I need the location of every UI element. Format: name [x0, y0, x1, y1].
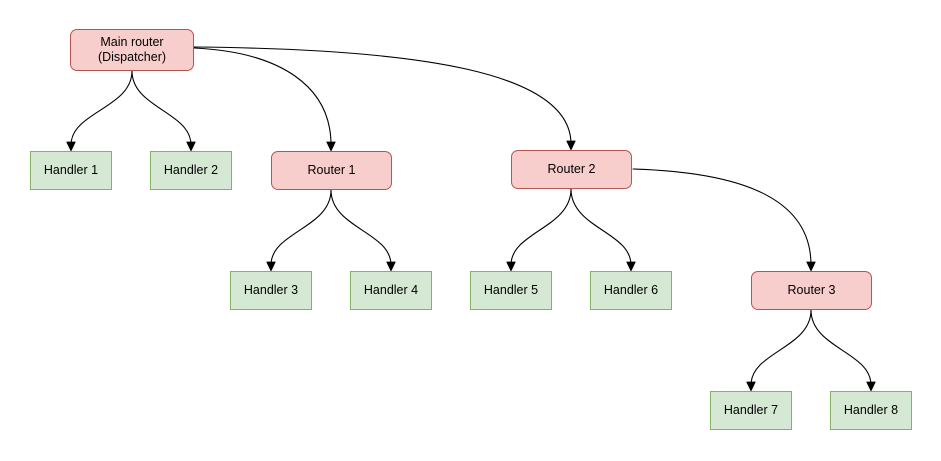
edge-router1-to-handler4: [330, 189, 396, 272]
arrow-head-icon: [866, 381, 876, 392]
arrow-head-icon: [66, 141, 76, 152]
edge-main-to-router2: [193, 46, 576, 151]
node-handler6[interactable]: Handler 6: [590, 271, 672, 310]
edge-main-to-handler2: [131, 70, 196, 152]
node-router2[interactable]: Router 2: [511, 150, 632, 189]
edge-main-to-router1: [193, 47, 336, 152]
node-label: Handler 2: [163, 163, 219, 177]
node-main[interactable]: Main router (Dispatcher): [70, 29, 194, 71]
node-handler1[interactable]: Handler 1: [30, 151, 112, 190]
node-label: Router 3: [787, 283, 836, 297]
node-handler8[interactable]: Handler 8: [830, 391, 912, 430]
node-handler5[interactable]: Handler 5: [470, 271, 552, 310]
node-label: Handler 8: [843, 403, 899, 417]
node-handler2[interactable]: Handler 2: [150, 151, 232, 190]
edge-main-to-handler1: [66, 70, 133, 152]
node-label: Handler 1: [43, 163, 99, 177]
arrow-head-icon: [326, 141, 336, 152]
edge-router3-to-handler8: [810, 309, 876, 392]
arrow-head-icon: [506, 261, 516, 272]
node-label: Router 1: [307, 163, 356, 177]
node-label: Main router (Dispatcher): [97, 35, 167, 64]
arrow-head-icon: [266, 261, 276, 272]
node-router1[interactable]: Router 1: [271, 151, 392, 190]
node-handler7[interactable]: Handler 7: [710, 391, 792, 430]
edge-router2-to-router3: [632, 168, 816, 272]
node-handler3[interactable]: Handler 3: [230, 271, 312, 310]
arrow-head-icon: [626, 261, 636, 272]
arrow-head-icon: [746, 381, 756, 392]
arrow-head-icon: [806, 261, 816, 272]
node-label: Router 2: [547, 162, 596, 176]
node-label: Handler 7: [723, 403, 779, 417]
node-router3[interactable]: Router 3: [751, 271, 872, 310]
arrow-head-icon: [386, 261, 396, 272]
arrow-head-icon: [566, 140, 576, 151]
node-label: Handler 4: [363, 283, 419, 297]
node-handler4[interactable]: Handler 4: [350, 271, 432, 310]
node-label: Handler 3: [243, 283, 299, 297]
arrow-head-icon: [186, 141, 196, 152]
edge-router3-to-handler7: [746, 309, 812, 392]
node-label: Handler 6: [603, 283, 659, 297]
edge-router2-to-handler6: [570, 188, 636, 272]
edge-router1-to-handler3: [266, 189, 332, 272]
edge-router2-to-handler5: [506, 188, 572, 272]
node-label: Handler 5: [483, 283, 539, 297]
